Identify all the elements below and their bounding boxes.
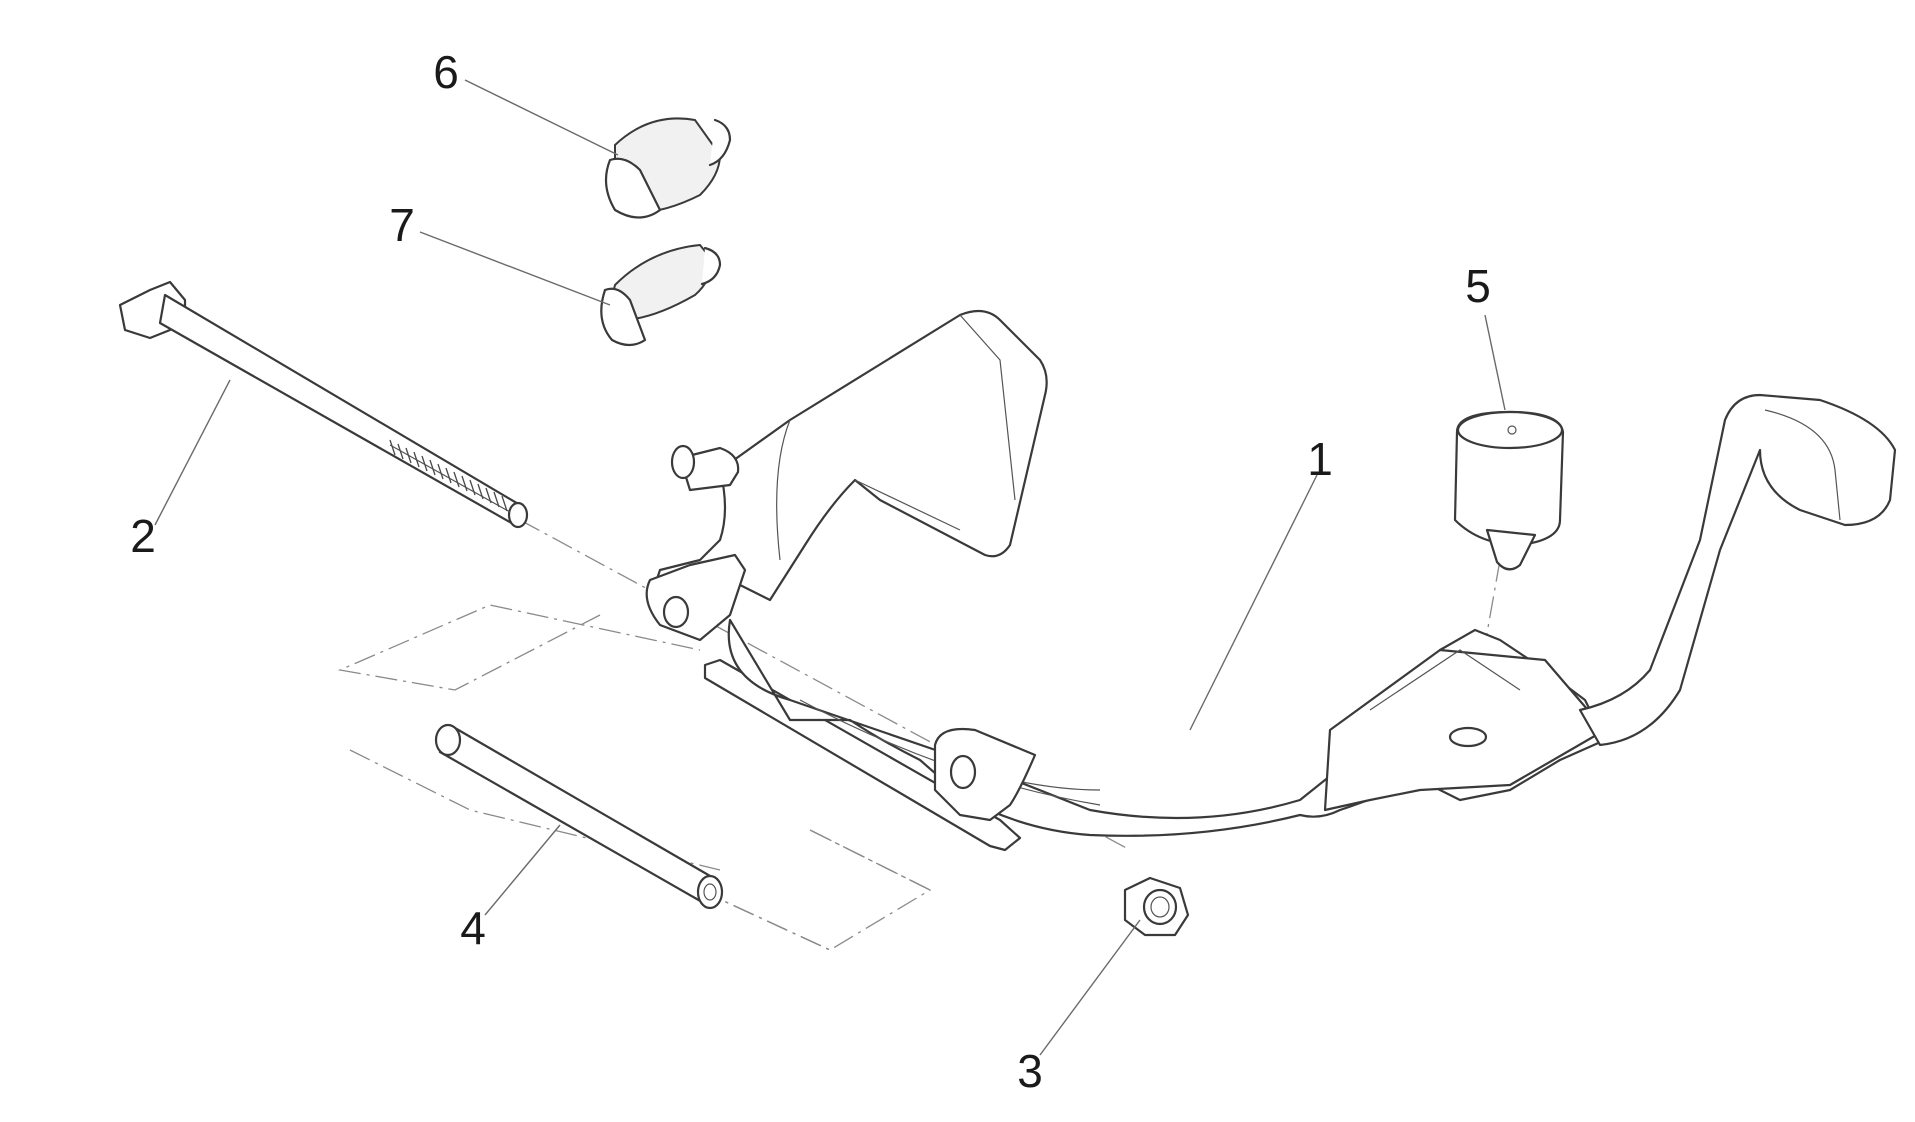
callout-2: 2 [130,510,156,562]
nut-part [1123,876,1190,937]
callout-7: 7 [389,199,415,251]
spacer-tube-part [434,723,724,910]
callout-5: 5 [1465,260,1491,312]
callout-4: 4 [460,902,486,954]
rubber-buffer-part [1453,410,1565,571]
large-spring-part [604,117,732,219]
assembly-axes [337,519,1501,951]
bolt-thread [389,439,508,512]
callout-6: 6 [433,46,459,98]
callout-1: 1 [1307,433,1333,485]
centre-stand-part [645,309,1897,852]
long-bolt-part [118,280,529,529]
leader-lines [154,79,1506,1056]
callout-labels: 1 2 3 4 5 6 7 [130,46,1491,1097]
small-spring-part [600,243,722,347]
callout-3: 3 [1017,1045,1043,1097]
